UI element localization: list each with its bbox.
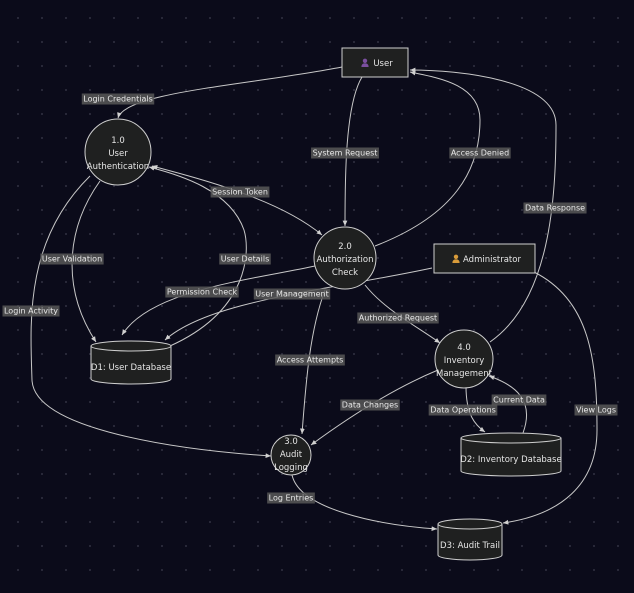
edge-labels: Login Credentials System Request Access … bbox=[2, 93, 618, 504]
svg-text:Authorized Request: Authorized Request bbox=[359, 314, 437, 323]
edge-login-activity bbox=[30, 175, 272, 459]
process-number: 1.0 bbox=[111, 136, 125, 146]
svg-text:Access Attempts: Access Attempts bbox=[277, 356, 344, 365]
edge-access-denied bbox=[374, 70, 481, 247]
process-number: 3.0 bbox=[284, 437, 298, 447]
process-label-line: Management bbox=[436, 369, 493, 379]
svg-text:View Logs: View Logs bbox=[576, 406, 616, 415]
edge-label: Access Attempts bbox=[275, 354, 345, 366]
svg-text:Login Credentials: Login Credentials bbox=[83, 95, 152, 104]
svg-text:Session Token: Session Token bbox=[212, 188, 268, 197]
svg-text:Permission Check: Permission Check bbox=[167, 288, 238, 297]
process-label-line: User bbox=[108, 149, 128, 159]
person-icon bbox=[361, 58, 369, 67]
edge-label: Current Data bbox=[491, 394, 547, 406]
external-entity-user[interactable]: User bbox=[341, 47, 409, 78]
edge-label: Session Token bbox=[210, 186, 270, 198]
datastore-user-database[interactable]: D1: User Database bbox=[90, 340, 172, 385]
edge-session-token bbox=[151, 165, 323, 236]
svg-text:System Request: System Request bbox=[313, 149, 378, 158]
svg-text:Data Response: Data Response bbox=[525, 204, 585, 213]
process-label-line: Check bbox=[332, 268, 358, 278]
process-user-authentication[interactable]: 1.0 User Authentication bbox=[84, 118, 152, 186]
svg-text:User Details: User Details bbox=[221, 255, 270, 264]
process-inventory-management[interactable]: 4.0 Inventory Management bbox=[434, 329, 494, 389]
datastore-label: D3: Audit Trail bbox=[440, 541, 500, 551]
process-label-line: Inventory bbox=[444, 356, 485, 366]
edge-label: User Management bbox=[253, 288, 331, 300]
process-label-line: Logging bbox=[274, 463, 308, 473]
edge-label: User Validation bbox=[40, 253, 104, 265]
edge-label: Access Denied bbox=[449, 147, 511, 159]
edge-label: Log Entries bbox=[267, 492, 315, 504]
svg-text:Current Data: Current Data bbox=[493, 396, 545, 405]
svg-text:Log Entries: Log Entries bbox=[269, 494, 314, 503]
edge-label: Login Credentials bbox=[81, 93, 155, 105]
svg-text:User Validation: User Validation bbox=[42, 255, 102, 264]
datastore-audit-trail[interactable]: D3: Audit Trail bbox=[437, 518, 503, 561]
process-label-line: Authentication bbox=[87, 162, 149, 172]
process-audit-logging[interactable]: 3.0 Audit Logging bbox=[270, 434, 312, 476]
edge-user-management bbox=[164, 267, 433, 341]
edge-label: System Request bbox=[311, 147, 379, 159]
svg-text:Login Activity: Login Activity bbox=[4, 307, 58, 316]
process-number: 4.0 bbox=[457, 343, 471, 353]
edge-label: Data Response bbox=[523, 202, 587, 214]
edge-data-response bbox=[409, 67, 557, 343]
svg-text:Access Denied: Access Denied bbox=[451, 149, 509, 158]
datastore-label: D1: User Database bbox=[91, 363, 171, 373]
process-authorization-check[interactable]: 2.0 Authorization Check bbox=[313, 226, 377, 290]
edge-label: User Details bbox=[219, 253, 271, 265]
process-label-line: Audit bbox=[280, 450, 303, 460]
edge-login-credentials bbox=[117, 66, 343, 119]
svg-text:Data Changes: Data Changes bbox=[342, 401, 398, 410]
edge-permission-check bbox=[121, 265, 316, 336]
datastore-inventory-database[interactable]: D2: Inventory Database bbox=[460, 432, 562, 477]
edge-label: View Logs bbox=[574, 404, 618, 416]
edge-data-operations bbox=[465, 385, 486, 433]
edge-user-details bbox=[148, 166, 247, 347]
user-label: User bbox=[373, 59, 393, 69]
datastore-label: D2: Inventory Database bbox=[460, 455, 561, 465]
edge-label: Login Activity bbox=[2, 305, 60, 317]
edge-label: Permission Check bbox=[165, 286, 239, 298]
svg-text:User Management: User Management bbox=[255, 290, 328, 299]
nodes: User Administrator 1.0 User Authenticati… bbox=[84, 47, 562, 561]
process-number: 2.0 bbox=[338, 242, 352, 252]
edge-view-logs bbox=[502, 271, 598, 525]
edge-label: Authorized Request bbox=[357, 312, 439, 324]
external-entity-administrator[interactable]: Administrator bbox=[433, 243, 536, 274]
process-label-line: Authorization bbox=[317, 255, 374, 265]
edge-label: Data Changes bbox=[340, 399, 400, 411]
svg-text:Data Operations: Data Operations bbox=[430, 406, 496, 415]
edge-system-request bbox=[342, 76, 363, 227]
edge-label: Data Operations bbox=[428, 404, 498, 416]
edge-log-entries bbox=[291, 474, 438, 532]
administrator-label: Administrator bbox=[463, 255, 521, 265]
person-icon bbox=[452, 254, 460, 263]
